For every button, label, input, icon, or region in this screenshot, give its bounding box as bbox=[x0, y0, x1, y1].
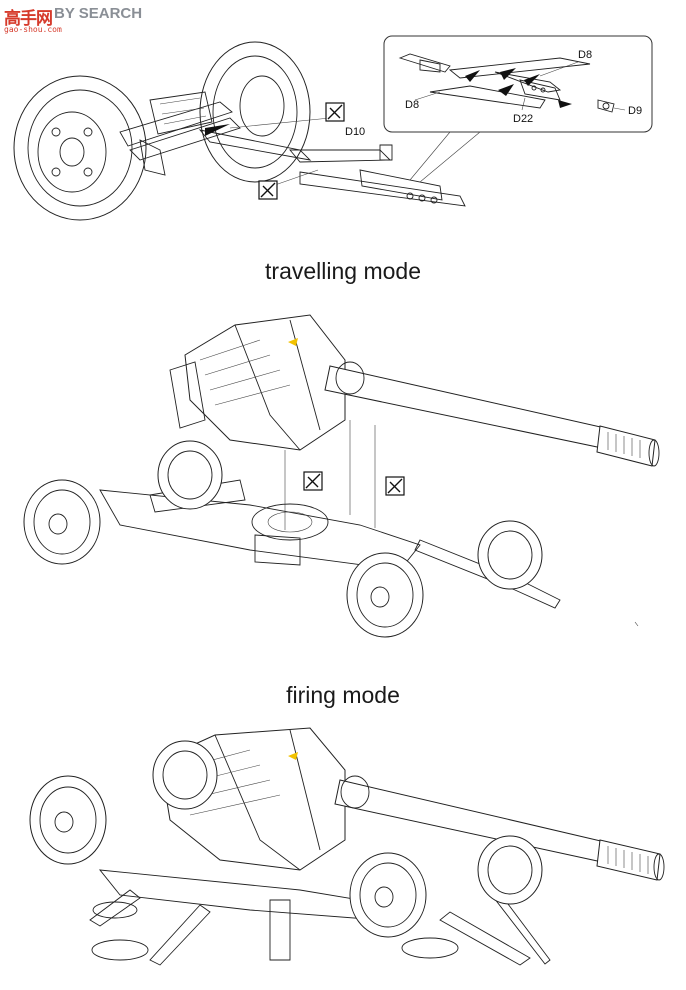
guide-lines bbox=[284, 420, 376, 530]
wheel-rear-right bbox=[477, 520, 543, 590]
firing-mode-diagram bbox=[29, 727, 665, 966]
leader-line bbox=[229, 117, 331, 129]
wheel-rear-right bbox=[477, 835, 543, 905]
watermark-logo: 高手网 bbox=[4, 9, 53, 29]
gun-barrel bbox=[334, 775, 665, 881]
callout-d22: D22 bbox=[513, 113, 533, 125]
gun-upper-assembly bbox=[169, 314, 346, 451]
no-glue-icon bbox=[258, 180, 278, 200]
leader-line bbox=[274, 169, 319, 186]
highlight-marker bbox=[288, 338, 298, 346]
gun-barrel bbox=[324, 361, 660, 467]
no-glue-icon bbox=[303, 471, 323, 491]
highlight-marker bbox=[288, 752, 298, 760]
travelling-mode-diagram bbox=[23, 314, 660, 638]
callout-d10: D10 bbox=[345, 126, 365, 138]
watermark: 高手网 BY SEARCH bbox=[4, 4, 142, 29]
trail-arm bbox=[289, 144, 466, 207]
watermark-search-text: BY SEARCH bbox=[54, 5, 143, 22]
stray-mark bbox=[634, 621, 639, 627]
wheel-left-large bbox=[13, 75, 147, 221]
wheel-front-right bbox=[346, 552, 424, 638]
wheel-rear bbox=[199, 41, 311, 183]
watermark-url: gao-shou.com bbox=[4, 25, 62, 34]
callout-d8-top: D8 bbox=[578, 49, 592, 61]
assembly-step-diagram: D10 D8 D8 D22 D9 bbox=[13, 35, 653, 221]
no-glue-icon bbox=[385, 476, 405, 496]
wheel-rear-left bbox=[152, 740, 218, 810]
wheel-rear-left bbox=[157, 440, 223, 510]
wheel-front-left bbox=[29, 775, 107, 865]
heading-travelling-mode: travelling mode bbox=[265, 258, 421, 284]
inset-detail-box bbox=[383, 35, 653, 133]
no-glue-icon bbox=[325, 102, 345, 122]
heading-firing-mode: firing mode bbox=[286, 682, 400, 708]
inset-connector bbox=[409, 131, 481, 183]
pointer-arrow bbox=[205, 124, 230, 136]
wheel-front-right bbox=[349, 852, 427, 938]
callout-d8-left: D8 bbox=[405, 99, 419, 111]
carriage-frame bbox=[119, 91, 312, 176]
callout-d9: D9 bbox=[628, 105, 642, 117]
wheel-front-left bbox=[23, 479, 101, 565]
